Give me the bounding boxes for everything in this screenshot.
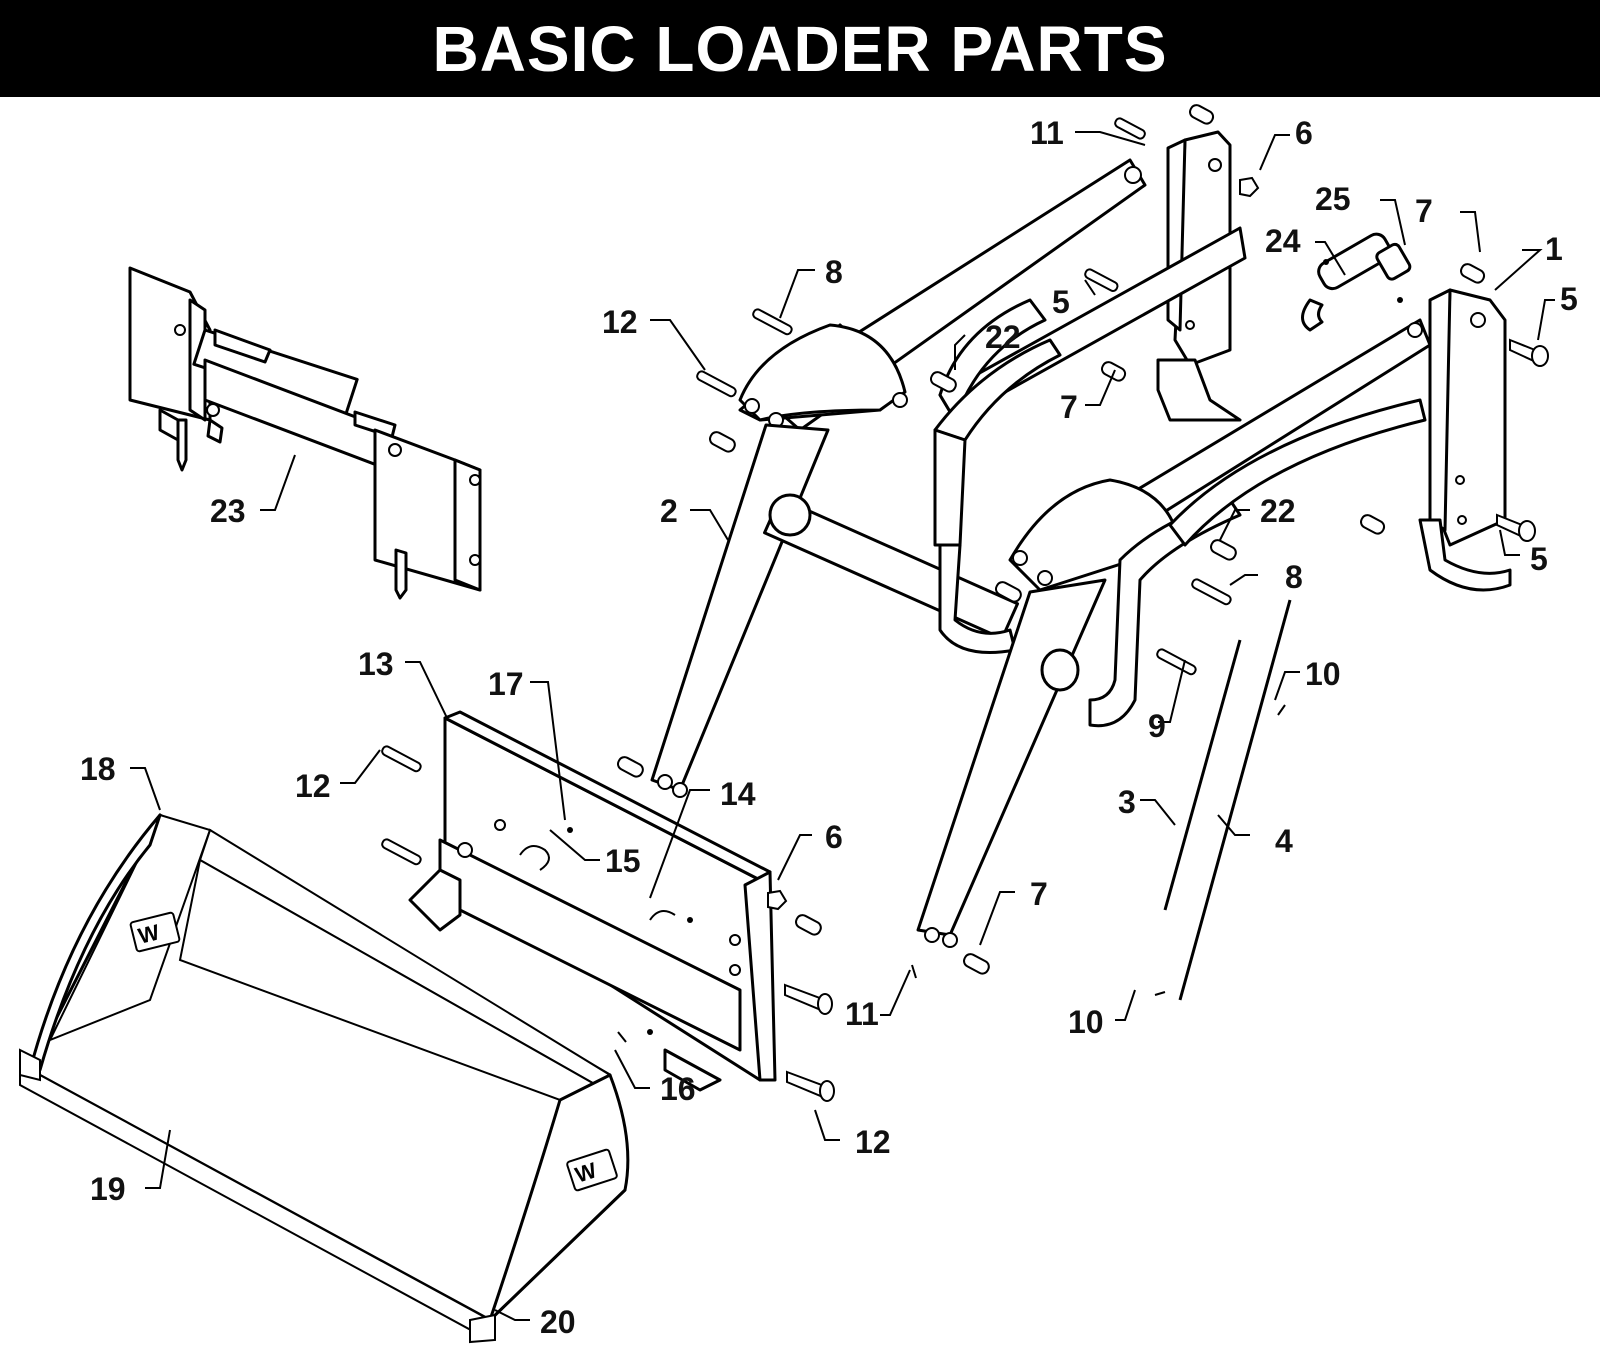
callout-labels: 11 6 25 7 1 24 5 5 8 12 22 7 23 2 22 5 8… [80, 115, 1578, 1340]
callout-7: 7 [1060, 389, 1078, 425]
callout-8: 8 [1285, 559, 1303, 595]
callout-2: 2 [660, 493, 678, 529]
callout-5: 5 [1530, 541, 1548, 577]
callout-4: 4 [1275, 823, 1293, 859]
callout-7: 7 [1030, 876, 1048, 912]
callout-5: 5 [1052, 284, 1070, 320]
callout-15: 15 [605, 843, 641, 879]
part-1-upright-rear [933, 130, 1247, 654]
hardware [381, 104, 1549, 1102]
part-2-right-arm [916, 318, 1432, 948]
callout-16: 16 [660, 1071, 696, 1107]
callout-11: 11 [1030, 115, 1064, 151]
callout-19: 19 [90, 1171, 126, 1207]
callout-10: 10 [1068, 1004, 1104, 1040]
callout-5: 5 [1560, 281, 1578, 317]
callout-3: 3 [1118, 784, 1136, 820]
callout-17: 17 [488, 666, 524, 702]
leader-lines [130, 131, 1555, 1321]
title-bar: BASIC LOADER PARTS [0, 0, 1600, 97]
callout-1: 1 [1545, 231, 1563, 267]
callout-9: 9 [1148, 708, 1166, 744]
callout-22: 22 [985, 319, 1021, 355]
exploded-parts-diagram: W W [19, 104, 1578, 1344]
callout-20: 20 [540, 1304, 576, 1340]
callout-23: 23 [210, 493, 246, 529]
callout-18: 18 [80, 751, 116, 787]
callout-6: 6 [825, 819, 843, 855]
page-title: BASIC LOADER PARTS [432, 12, 1168, 85]
part-1-upright-front [1418, 288, 1512, 592]
callout-12: 12 [295, 768, 331, 804]
callout-24: 24 [1265, 223, 1301, 259]
callout-22: 22 [1260, 493, 1296, 529]
part-18-bucket: W W [19, 813, 630, 1344]
callout-12: 12 [855, 1124, 891, 1160]
callout-6: 6 [1295, 115, 1313, 151]
callout-11: 11 [845, 996, 879, 1032]
callout-12: 12 [602, 304, 638, 340]
part-23-attach-bracket [128, 266, 482, 600]
callout-8: 8 [825, 254, 843, 290]
callout-25: 25 [1315, 181, 1351, 217]
callout-13: 13 [358, 646, 394, 682]
callout-7: 7 [1415, 193, 1433, 229]
part-13-frame [408, 710, 777, 1092]
callout-10: 10 [1305, 656, 1341, 692]
part-2-left-arm [650, 158, 1147, 798]
callout-14: 14 [720, 776, 756, 812]
